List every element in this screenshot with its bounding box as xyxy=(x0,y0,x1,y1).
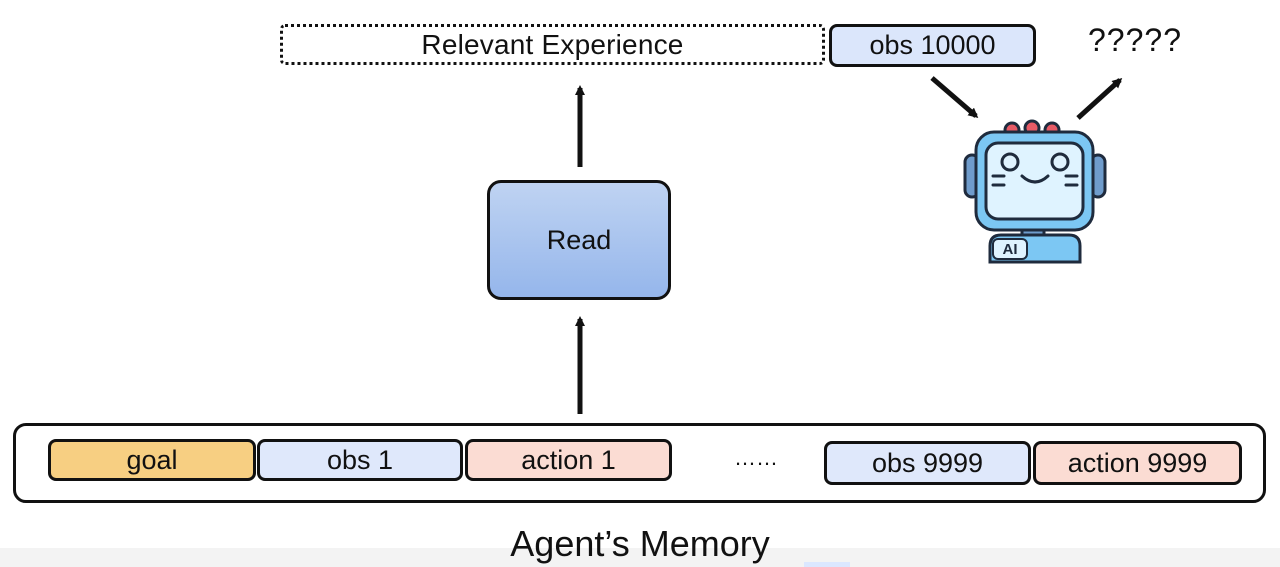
output-question-marks: ????? xyxy=(1088,22,1182,58)
current-observation-box: obs 10000 xyxy=(829,24,1036,67)
memory-goal-label: goal xyxy=(126,444,178,475)
agent-memory-caption: Agent’s Memory xyxy=(510,523,770,564)
read-label: Read xyxy=(546,224,612,255)
relevant-experience-label: Relevant Experience xyxy=(421,28,684,60)
memory-action-9999-box: action 9999 xyxy=(1033,441,1242,485)
memory-goal-box: goal xyxy=(48,439,256,481)
observation-to-robot-arrow xyxy=(930,76,979,118)
memory-action-1-label: action 1 xyxy=(521,444,616,475)
memory-observation-9999-label: obs 9999 xyxy=(871,447,984,478)
memory-action-1-box: action 1 xyxy=(465,439,672,481)
bottom-shade xyxy=(0,548,1280,567)
robot-ai-badge: AI xyxy=(1003,241,1018,258)
memory-ellipsis: …… xyxy=(734,445,778,470)
read-module: Read xyxy=(487,180,671,300)
current-observation-label: obs 10000 xyxy=(869,30,996,60)
memory-observation-1-label: obs 1 xyxy=(326,444,394,475)
memory-observation-1-box: obs 1 xyxy=(257,439,463,481)
bottom-highlight xyxy=(804,562,850,567)
memory-observation-9999-box: obs 9999 xyxy=(824,441,1031,485)
relevant-experience-box: Relevant Experience xyxy=(280,24,825,65)
memory-action-9999-label: action 9999 xyxy=(1067,447,1208,478)
ai-robot-icon: AI xyxy=(963,119,1107,264)
robot-to-output-arrow xyxy=(1076,77,1123,120)
